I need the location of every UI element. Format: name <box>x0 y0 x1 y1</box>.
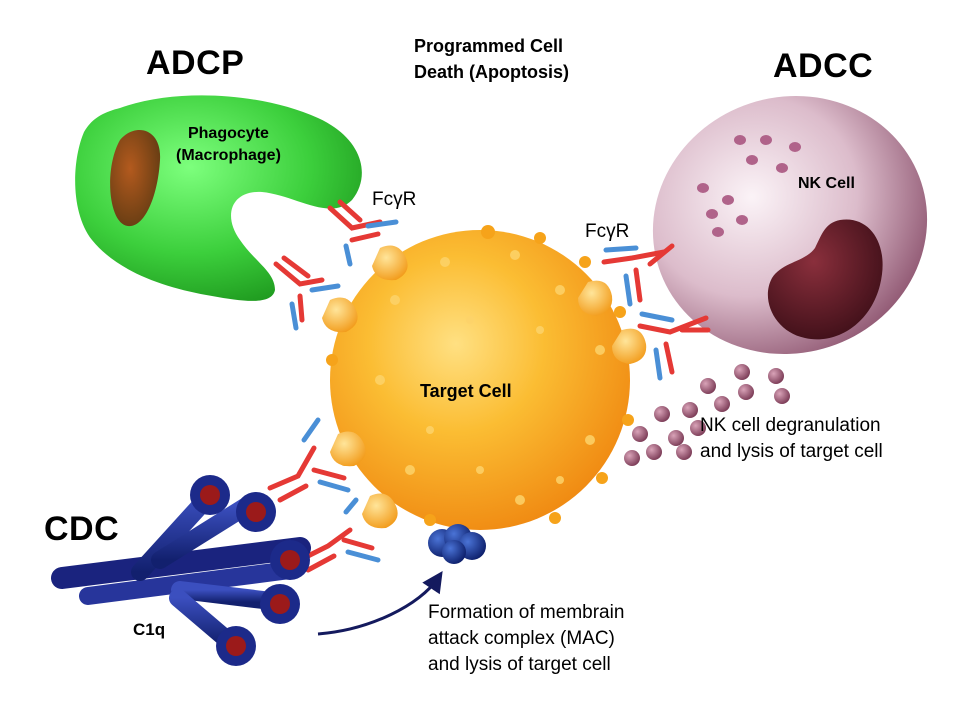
mac-line-3: and lysis of target cell <box>428 654 611 675</box>
released-granules <box>624 364 790 466</box>
nk-granules <box>697 135 801 237</box>
c1q-heads <box>190 475 310 666</box>
mac-line-2: attack complex (MAC) <box>428 628 615 649</box>
mac-label: Formation of membrain attack complex (MA… <box>428 600 624 678</box>
nk-cell <box>652 96 928 354</box>
mac-line-1: Formation of membrain <box>428 602 625 623</box>
mac-arrow <box>317 571 443 636</box>
degranulation-line-2: and lysis of target cell <box>700 441 883 462</box>
nk-cell-label: NK Cell <box>798 175 855 192</box>
target-antigens <box>322 245 647 529</box>
phagocyte-line-2: (Macrophage) <box>176 147 281 164</box>
antibody-5 <box>267 417 351 503</box>
fcgr-label-left: FcγR <box>372 189 417 210</box>
antibody-2 <box>273 255 341 331</box>
target-cell-label: Target Cell <box>420 381 512 401</box>
c1q-label: C1q <box>133 620 166 639</box>
mac-complex <box>428 524 486 564</box>
antibody-1 <box>327 199 399 267</box>
apoptosis-label: Programmed Cell Death (Apoptosis) <box>414 33 569 85</box>
nk-nucleus <box>767 219 883 340</box>
adcp-label: ADCP <box>146 44 245 82</box>
antibody-3 <box>601 243 675 307</box>
antibody-6 <box>297 497 381 573</box>
phagocyte-vacuole <box>110 129 161 227</box>
degranulation-line-1: NK cell degranulation <box>700 415 881 436</box>
antibody-4 <box>637 311 711 381</box>
apoptosis-line-1: Programmed Cell <box>414 36 564 56</box>
degranulation-label: NK cell degranulation and lysis of targe… <box>700 413 883 465</box>
target-cell <box>326 225 634 530</box>
adcc-label: ADCC <box>773 47 874 85</box>
fcgr-label-right: FcγR <box>585 221 630 242</box>
c1q-complex <box>51 475 311 666</box>
phagocyte-line-1: Phagocyte <box>187 125 269 142</box>
cdc-label: CDC <box>44 510 120 548</box>
apoptosis-line-2: Death (Apoptosis) <box>414 62 569 82</box>
phagocyte-label: Phagocyte (Macrophage) <box>176 123 281 167</box>
antibodies <box>267 199 711 573</box>
phagocyte-cell <box>75 95 362 301</box>
target-surface-bumps <box>375 250 605 505</box>
